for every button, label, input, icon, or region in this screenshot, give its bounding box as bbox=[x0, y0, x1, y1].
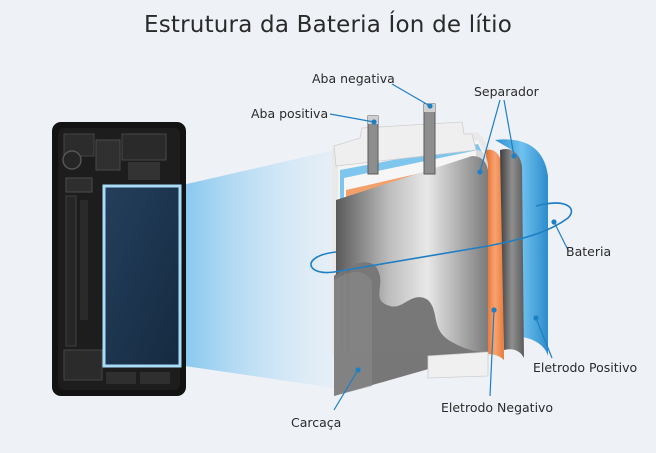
label-eletrodo-positivo: Eletrodo Positivo bbox=[533, 360, 637, 375]
label-eletrodo-negativo: Eletrodo Negativo bbox=[441, 400, 553, 415]
phone-battery-panel bbox=[102, 184, 182, 368]
label-bateria: Bateria bbox=[566, 244, 611, 259]
phone-internals bbox=[52, 122, 186, 396]
label-aba-positiva: Aba positiva bbox=[251, 106, 328, 121]
label-separador: Separador bbox=[474, 84, 540, 99]
projection-beam bbox=[178, 150, 335, 388]
label-aba-negativa: Aba negativa bbox=[312, 71, 395, 86]
diagram-title: Estrutura da Bateria Íon de lítio bbox=[144, 12, 512, 38]
leader-lines bbox=[329, 83, 569, 411]
battery-wrap-line bbox=[310, 202, 573, 274]
label-carcaca: Carcaça bbox=[291, 415, 341, 430]
pouch-casing bbox=[336, 156, 488, 352]
negative-electrode-sheet bbox=[486, 149, 504, 360]
positive-tab bbox=[367, 115, 379, 175]
battery-cell bbox=[310, 103, 573, 396]
negative-tab bbox=[423, 103, 436, 175]
